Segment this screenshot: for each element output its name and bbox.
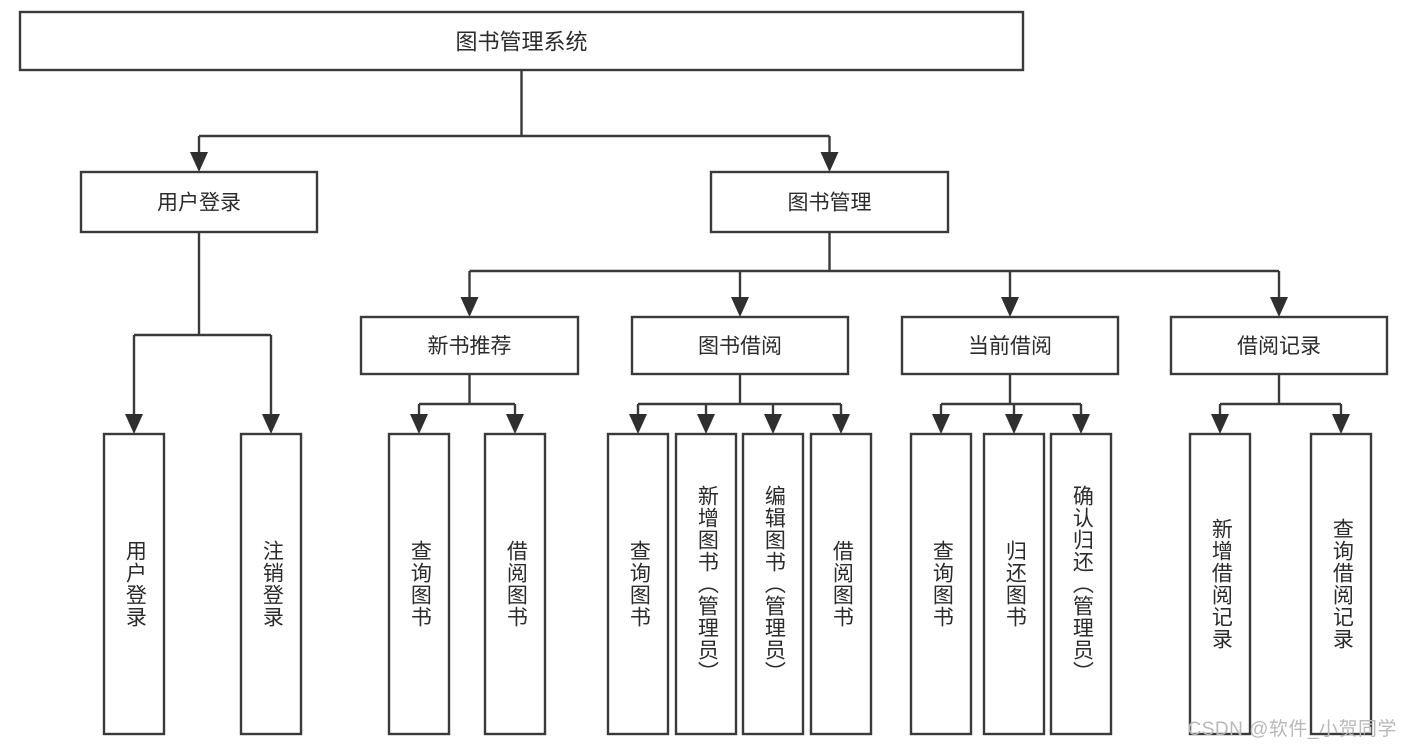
node-box-leaf-query-book-new[interactable] xyxy=(387,432,451,736)
node-box-current-borrow[interactable] xyxy=(900,315,1120,376)
node-label-current-borrow: 当前借阅 xyxy=(968,335,1052,358)
arrowhead-borrow-record xyxy=(1270,297,1288,317)
node-label-user-login: 用户登录 xyxy=(157,192,241,215)
arrowhead-leaf-return-book xyxy=(1005,414,1023,434)
arrowhead-book-management xyxy=(820,152,839,172)
node-box-leaf-return-book[interactable] xyxy=(982,432,1046,736)
node-box-leaf-query-borrow-record[interactable] xyxy=(1309,432,1373,736)
watermark-text: CSDN @软件_小贺同学 xyxy=(1187,719,1397,740)
node-label-book-management: 图书管理 xyxy=(788,192,872,215)
node-box-book-borrow[interactable] xyxy=(630,315,850,376)
node-box-borrow-record[interactable] xyxy=(1169,315,1389,376)
node-box-leaf-user-login[interactable] xyxy=(102,432,166,736)
node-label-new-book-recommend: 新书推荐 xyxy=(428,335,512,358)
node-box-leaf-edit-book-admin[interactable] xyxy=(741,432,805,736)
node-label-borrow-record: 借阅记录 xyxy=(1237,335,1321,358)
arrowhead-leaf-edit-book-admin xyxy=(764,414,782,434)
arrowhead-leaf-confirm-return-admin xyxy=(1072,414,1090,434)
arrowhead-user-login xyxy=(190,152,208,172)
arrowhead-current-borrow xyxy=(1001,297,1019,317)
arrowhead-leaf-query-borrow-record xyxy=(1332,414,1350,434)
arrowhead-leaf-add-borrow-record xyxy=(1211,414,1229,434)
node-box-leaf-borrow-book[interactable] xyxy=(809,432,873,736)
node-box-root[interactable] xyxy=(18,10,1025,72)
arrowhead-leaf-query-book-new xyxy=(410,414,428,434)
node-box-book-management[interactable] xyxy=(709,170,950,234)
arrowhead-leaf-borrow-book-new xyxy=(506,414,524,434)
node-box-leaf-add-borrow-record[interactable] xyxy=(1188,432,1252,736)
node-box-leaf-borrow-book-new[interactable] xyxy=(483,432,547,736)
node-label-root: 图书管理系统 xyxy=(455,30,587,55)
node-box-leaf-user-logout[interactable] xyxy=(239,432,303,736)
arrowhead-leaf-user-login xyxy=(125,414,143,434)
node-box-leaf-add-book-admin[interactable] xyxy=(674,432,738,736)
arrowhead-leaf-user-logout xyxy=(262,414,280,434)
node-box-leaf-query-book-current[interactable] xyxy=(909,432,973,736)
arrowhead-leaf-query-book-borrow xyxy=(629,414,647,434)
arrowhead-leaf-add-book-admin xyxy=(697,414,715,434)
node-box-new-book-recommend[interactable] xyxy=(359,315,580,376)
arrowhead-new-book-recommend xyxy=(460,297,479,317)
arrowhead-leaf-borrow-book xyxy=(832,414,850,434)
arrowhead-leaf-query-book-current xyxy=(932,414,950,434)
node-box-leaf-confirm-return-admin[interactable] xyxy=(1049,432,1113,736)
arrowhead-book-borrow xyxy=(731,297,749,317)
node-box-leaf-query-book-borrow[interactable] xyxy=(606,432,670,736)
connectors-layer xyxy=(125,70,1350,434)
node-label-book-borrow: 图书借阅 xyxy=(698,335,782,358)
nodes-layer xyxy=(18,10,1389,736)
node-box-user-login[interactable] xyxy=(79,170,319,234)
